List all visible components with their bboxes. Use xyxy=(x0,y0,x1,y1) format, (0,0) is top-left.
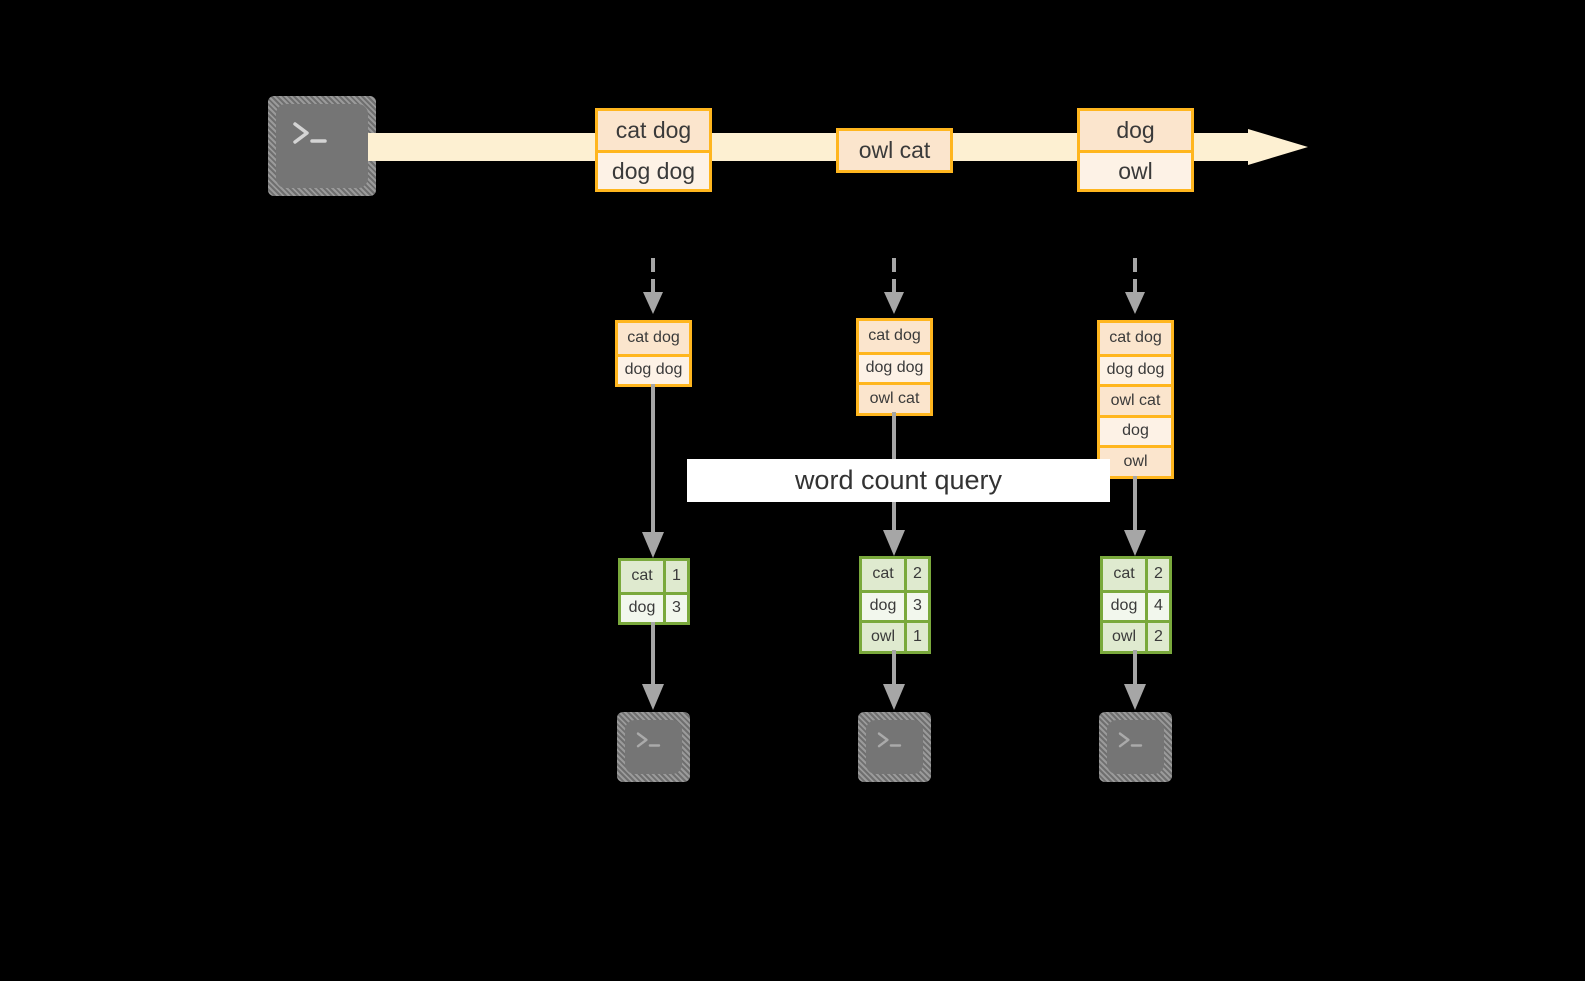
result-word: dog xyxy=(862,592,907,620)
table-row: cat 2 xyxy=(862,559,928,590)
snapshot-2-input-row: cat dog xyxy=(859,321,930,352)
result-count: 2 xyxy=(907,559,928,590)
snapshot-3-result-table[interactable]: cat 2 dog 4 owl 2 xyxy=(1100,556,1172,654)
result-count: 4 xyxy=(1148,592,1169,620)
table-row: owl 1 xyxy=(862,620,928,651)
snapshot-2-sink-connector xyxy=(879,650,909,717)
query-banner: word count query xyxy=(687,459,1110,502)
terminal-screen xyxy=(276,104,368,188)
result-word: dog xyxy=(1103,592,1148,620)
terminal-prompt-icon xyxy=(877,731,902,747)
query-label: word count query xyxy=(794,465,1003,495)
terminal-screen xyxy=(625,720,682,774)
source-terminal-icon[interactable] xyxy=(268,96,376,196)
result-word: cat xyxy=(862,559,907,590)
table-row: dog 3 xyxy=(621,591,687,622)
arrow-down-icon xyxy=(883,650,905,710)
stream-record-2-line-1: owl cat xyxy=(839,131,950,170)
dashed-connector-3 xyxy=(1120,258,1150,325)
result-word: cat xyxy=(1103,559,1148,590)
result-word: owl xyxy=(1103,623,1148,651)
result-count: 2 xyxy=(1148,559,1169,590)
snapshot-1-query-connector xyxy=(638,384,668,565)
snapshot-2-sink-terminal-icon[interactable] xyxy=(858,712,931,782)
terminal-prompt-icon xyxy=(293,122,327,144)
terminal-screen xyxy=(866,720,923,774)
terminal-prompt-icon xyxy=(636,731,661,747)
result-word: owl xyxy=(862,623,907,651)
snapshot-2-input-row: dog dog xyxy=(859,351,930,382)
result-count: 2 xyxy=(1148,623,1169,651)
stream-record-3-line-1: dog xyxy=(1080,111,1191,150)
stream-record-3-line-2: owl xyxy=(1080,150,1191,189)
snapshot-3-input-row: dog dog xyxy=(1100,353,1171,384)
dashed-connector-1 xyxy=(638,258,668,325)
stream-record-3[interactable]: dog owl xyxy=(1077,108,1194,192)
snapshot-3-input-row: dog xyxy=(1100,414,1171,445)
snapshot-3-input-row: owl cat xyxy=(1100,384,1171,415)
result-count: 3 xyxy=(666,594,687,622)
result-count: 1 xyxy=(666,561,687,592)
dashed-arrow-down-icon xyxy=(643,258,663,314)
arrow-down-icon xyxy=(1124,650,1146,710)
table-row: cat 1 xyxy=(621,561,687,592)
arrow-down-icon xyxy=(642,384,664,558)
stream-record-2[interactable]: owl cat xyxy=(836,128,953,173)
snapshot-3-sink-connector xyxy=(1120,650,1150,717)
snapshot-1-input-row: dog dog xyxy=(618,353,689,384)
snapshot-1-sink-connector xyxy=(638,622,668,717)
arrow-down-icon xyxy=(1124,476,1146,556)
dashed-connector-2 xyxy=(879,258,909,325)
result-count: 3 xyxy=(907,592,928,620)
stream-record-1-line-2: dog dog xyxy=(598,150,709,189)
snapshot-3-query-connector xyxy=(1120,476,1150,563)
table-row: dog 3 xyxy=(862,589,928,620)
stream-record-1[interactable]: cat dog dog dog xyxy=(595,108,712,192)
snapshot-2-input-table[interactable]: cat dog dog dog owl cat xyxy=(856,318,933,416)
arrow-down-icon xyxy=(642,622,664,710)
snapshot-1-result-table[interactable]: cat 1 dog 3 xyxy=(618,558,690,625)
dashed-arrow-down-icon xyxy=(884,258,904,314)
table-row: cat 2 xyxy=(1103,559,1169,590)
snapshot-1-input-table[interactable]: cat dog dog dog xyxy=(615,320,692,387)
snapshot-2-result-table[interactable]: cat 2 dog 3 owl 1 xyxy=(859,556,931,654)
stream-record-1-line-1: cat dog xyxy=(598,111,709,150)
snapshot-1-input-row: cat dog xyxy=(618,323,689,354)
snapshot-3-input-row: cat dog xyxy=(1100,323,1171,354)
snapshot-2-input-row: owl cat xyxy=(859,382,930,413)
snapshot-3-sink-terminal-icon[interactable] xyxy=(1099,712,1172,782)
result-word: dog xyxy=(621,594,666,622)
snapshot-1-sink-terminal-icon[interactable] xyxy=(617,712,690,782)
snapshot-3-input-row: owl xyxy=(1100,445,1171,476)
table-row: owl 2 xyxy=(1103,620,1169,651)
terminal-prompt-icon xyxy=(1118,731,1143,747)
table-row: dog 4 xyxy=(1103,589,1169,620)
result-count: 1 xyxy=(907,623,928,651)
dashed-arrow-down-icon xyxy=(1125,258,1145,314)
snapshot-3-input-table[interactable]: cat dog dog dog owl cat dog owl xyxy=(1097,320,1174,479)
terminal-screen xyxy=(1107,720,1164,774)
result-word: cat xyxy=(621,561,666,592)
